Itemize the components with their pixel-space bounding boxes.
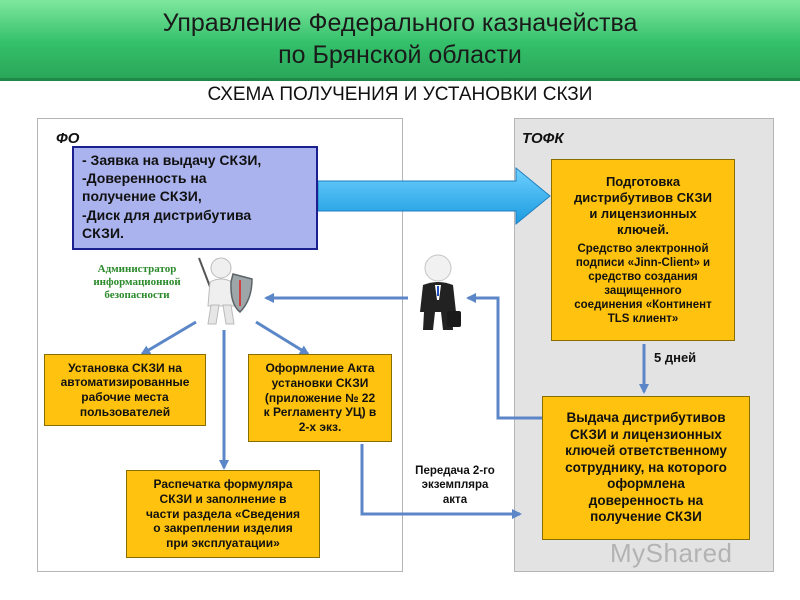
request-line1: - Заявка на выдачу СКЗИ, xyxy=(82,152,262,168)
tofk-label: ТОФК xyxy=(522,130,564,147)
transfer-line-1: Передача 2-го xyxy=(415,465,495,477)
prep-detail-2: подписи «Jinn-Client» и xyxy=(575,256,711,269)
print-line-5: при эксплуатации» xyxy=(166,535,280,550)
prep-title-2: дистрибутивов СКЗИ xyxy=(573,190,713,206)
prep-title-3: и лицензионных xyxy=(589,205,697,221)
distribution-prep-box: Подготовка дистрибутивов СКЗИ и лицензио… xyxy=(551,159,735,341)
arrow-admin-to-act xyxy=(255,320,310,356)
issue-line-6: доверенность на xyxy=(588,492,704,508)
header-title-line2: по Брянской области xyxy=(278,41,522,69)
act-line-5: 2-х экз. xyxy=(298,419,342,434)
prep-detail-1: Средство электронной xyxy=(577,242,709,255)
prep-details: Средство электронной подписи «Jinn-Clien… xyxy=(574,242,711,326)
install-act-box: Оформление Акта установки СКЗИ (приложен… xyxy=(248,354,392,442)
transfer-line-3: акта xyxy=(442,493,468,506)
prep-detail-4: защищенного xyxy=(604,284,682,297)
admin-role-label: Администратор информационной безопасност… xyxy=(82,263,192,303)
request-line2: -Доверенность на xyxy=(82,170,207,187)
prep-title-4: ключей. xyxy=(617,221,669,237)
request-line4: -Диск для дистрибутива xyxy=(82,206,252,223)
issue-line-5: оформлена xyxy=(607,476,685,492)
arrow-admin-to-install xyxy=(140,320,197,356)
act-line-4: к Регламенту УЦ) в xyxy=(263,405,377,420)
install-line-4: пользователей xyxy=(79,404,171,419)
request-line5: СКЗИ. xyxy=(82,224,124,241)
issue-line-7: получение СКЗИ xyxy=(590,509,702,525)
print-line-1: Распечатка формуляра xyxy=(153,477,293,492)
duration-label: 5 дней xyxy=(654,350,697,365)
transfer-line-2: экземпляра xyxy=(421,479,489,492)
issue-line-2: СКЗИ и лицензионных xyxy=(570,426,722,442)
scheme-subtitle: СХЕМА ПОЛУЧЕНИЯ И УСТАНОВКИ СКЗИ xyxy=(207,84,593,105)
big-transfer-arrow xyxy=(317,166,551,226)
prep-detail-3: средство создания xyxy=(588,270,698,283)
header-title-line1: Управление Федерального казначейства xyxy=(162,9,638,37)
fo-label: ФО xyxy=(56,130,80,147)
issue-line-4: сотруднику, на которого xyxy=(565,459,727,475)
admin-role-line3: безопасности xyxy=(104,289,170,302)
install-skzi-box: Установка СКЗИ на автоматизированные раб… xyxy=(44,354,206,426)
transfer-note: Передача 2-го экземпляра акта xyxy=(400,464,510,507)
admin-figure xyxy=(198,257,253,325)
prep-detail-5: соединения «Континент xyxy=(574,298,712,311)
install-line-1: Установка СКЗИ на xyxy=(68,360,182,375)
admin-role-line2: информационной xyxy=(93,276,181,289)
issue-line-1: Выдача дистрибутивов xyxy=(566,410,726,426)
courier-figure xyxy=(420,254,461,330)
request-line3: получение СКЗИ, xyxy=(82,188,202,205)
print-form-box: Распечатка формуляра СКЗИ и заполнение в… xyxy=(126,470,320,558)
act-line-2: установки СКЗИ xyxy=(271,376,369,391)
print-line-2: СКЗИ и заполнение в xyxy=(159,492,287,507)
act-line-1: Оформление Акта xyxy=(265,361,375,376)
arrow-issue-to-courier xyxy=(466,293,542,420)
install-line-3: рабочие места xyxy=(81,390,169,404)
request-documents-box: - Заявка на выдачу СКЗИ, -Доверенность н… xyxy=(72,146,318,250)
print-line-4: о закреплении изделия xyxy=(153,521,293,536)
act-line-3: (приложение № 22 xyxy=(264,390,376,405)
prep-detail-6: TLS клиент» xyxy=(607,312,679,325)
admin-role-line1: Администратор xyxy=(97,263,177,275)
watermark-logo: MyShared xyxy=(610,538,733,568)
issue-line-3: ключей ответственному xyxy=(565,443,727,459)
header-banner: Управление Федерального казначейства по … xyxy=(0,0,800,81)
issue-distribution-box: Выдача дистрибутивов СКЗИ и лицензионных… xyxy=(542,396,750,540)
prep-title-1: Подготовка xyxy=(605,174,681,190)
arrow-act-to-issue xyxy=(360,444,522,519)
install-line-2: автоматизированные xyxy=(60,375,190,390)
print-line-3: части раздела «Сведения xyxy=(145,506,301,521)
